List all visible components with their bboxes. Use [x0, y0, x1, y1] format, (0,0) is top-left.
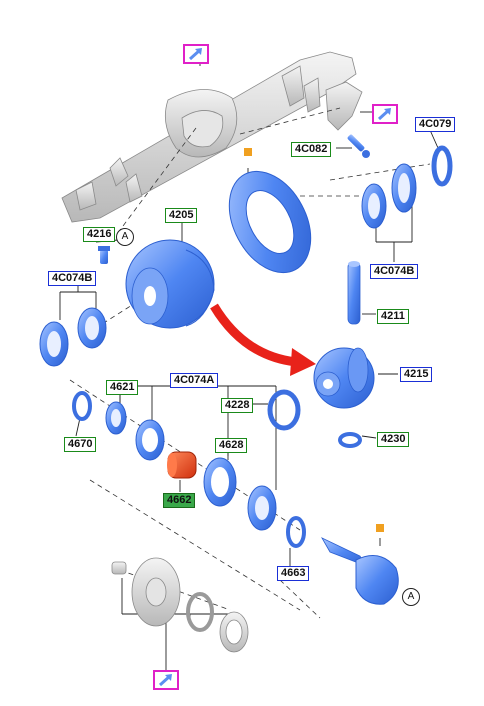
- label-4663[interactable]: 4663: [277, 566, 310, 581]
- label-4628[interactable]: 4628: [215, 438, 248, 453]
- part-4215-gears: [313, 347, 375, 409]
- label-4662[interactable]: 4662: [163, 493, 196, 508]
- link-arrow-icon: [188, 48, 202, 61]
- part-4216-bolt: [98, 246, 110, 264]
- part-4663-ring: [286, 516, 306, 548]
- reference-a-top: A: [116, 228, 134, 246]
- part-4228-washer: [267, 389, 301, 431]
- part-4c074b-left: [39, 307, 107, 367]
- label-4c074b-left[interactable]: 4C074B: [48, 271, 97, 286]
- part-pinion-gear: [321, 537, 399, 605]
- external-link-icon-bottom[interactable]: [153, 670, 179, 690]
- label-4216[interactable]: 4216: [83, 227, 116, 242]
- label-4230[interactable]: 4230: [377, 432, 410, 447]
- part-4205-ring-gear: [228, 170, 312, 274]
- label-4c082[interactable]: 4C082: [291, 142, 332, 157]
- label-4c074a[interactable]: 4C074A: [170, 373, 219, 388]
- label-4621[interactable]: 4621: [106, 380, 139, 395]
- label-4215[interactable]: 4215: [400, 367, 433, 382]
- label-4228[interactable]: 4228: [221, 398, 254, 413]
- part-4670-shim: [72, 391, 92, 421]
- marker-square-bottom: [376, 524, 384, 532]
- part-4c074b-right: [361, 163, 417, 229]
- part-4230-washer: [338, 432, 362, 448]
- part-diff-case: [125, 239, 215, 329]
- part-4628-cup: [203, 457, 237, 507]
- part-4c082-bolt: [347, 134, 370, 158]
- part-4211-shaft: [347, 261, 361, 325]
- axle-housing: [61, 51, 363, 223]
- label-4c074b-right[interactable]: 4C074B: [370, 264, 419, 279]
- part-4621-bearing: [105, 401, 127, 435]
- label-4670[interactable]: 4670: [64, 437, 97, 452]
- external-link-icon-top[interactable]: [183, 44, 209, 64]
- marker-square-top: [244, 148, 252, 156]
- part-yoke-flange: [111, 557, 249, 653]
- label-4211[interactable]: 4211: [377, 309, 409, 324]
- part-4662-spacer: [167, 451, 197, 479]
- part-4c079-seal: [431, 145, 453, 187]
- part-pinion-bearing: [247, 485, 277, 531]
- red-direction-arrow: [210, 303, 316, 376]
- external-link-icon-right[interactable]: [372, 104, 398, 124]
- part-4c074a-cup-1: [135, 419, 165, 461]
- reference-a-bottom: A: [402, 588, 420, 606]
- label-4205[interactable]: 4205: [165, 208, 198, 223]
- link-arrow-icon: [377, 108, 391, 121]
- link-arrow-icon: [158, 674, 172, 687]
- label-4c079[interactable]: 4C079: [415, 117, 456, 132]
